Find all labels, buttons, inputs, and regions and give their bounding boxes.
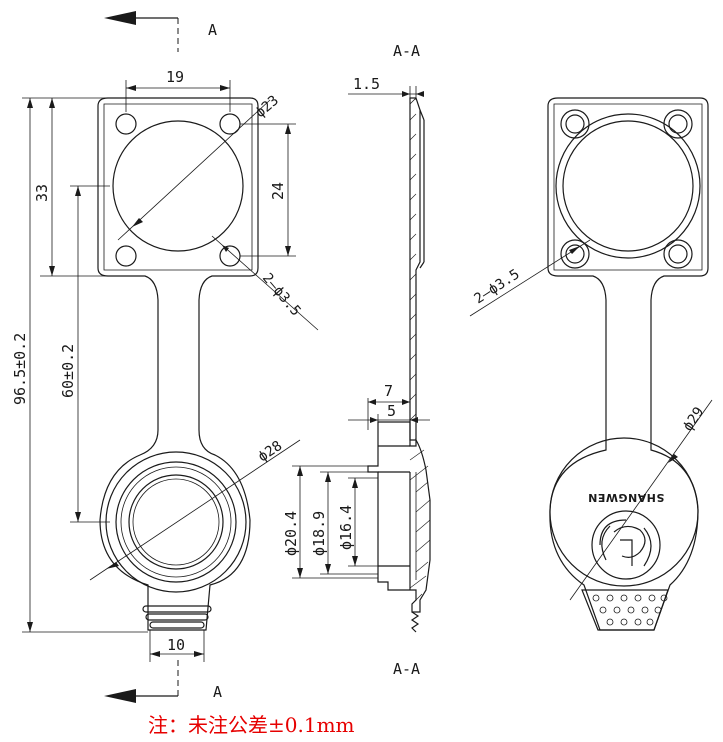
dim-thickness: 1.5	[353, 75, 380, 93]
dim-dia-18-9: ϕ18.9	[310, 511, 328, 556]
front-outline	[97, 97, 259, 631]
dim-center-distance: 60±0.2	[59, 344, 77, 398]
section-marker-top: A	[104, 11, 217, 52]
section-view-title-top: A-A	[393, 42, 420, 60]
dim-dia-20-4: ϕ20.4	[282, 511, 300, 556]
dim-tab-width: 10	[167, 636, 185, 654]
dim-dia-16-4: ϕ16.4	[337, 505, 355, 550]
dim-cap-dia: ϕ28	[255, 438, 285, 465]
section-view: A-A A-A	[282, 42, 431, 678]
dim-back-holes: 2—ϕ3.5	[471, 266, 522, 307]
dim-hole-spacing: 19	[166, 68, 184, 86]
dim-flange-dia: ϕ23	[252, 93, 282, 122]
front-view: 19 ϕ23 24 2—ϕ3.5 33 96.5±0.2	[11, 68, 319, 662]
dim-holes: 2—ϕ3.5	[259, 270, 304, 319]
dim-depth-5: 5	[387, 402, 396, 420]
back-view: SHANGWEN 2—ϕ3.5 ϕ29	[469, 97, 713, 631]
section-view-title-bottom: A-A	[393, 660, 420, 678]
tolerance-note: 注：未注公差±0.1mm	[148, 713, 355, 737]
section-marker-bottom: A	[104, 660, 222, 703]
dim-flange-height: 33	[33, 184, 51, 202]
dim-total-length: 96.5±0.2	[11, 333, 29, 405]
section-label-top: A	[208, 21, 217, 39]
dim-hole-vertical: 24	[269, 182, 287, 200]
dim-depth-7: 7	[384, 382, 393, 400]
brand-text: SHANGWEN	[588, 491, 665, 504]
logo-mark	[591, 510, 661, 580]
dim-back-cap-dia: ϕ29	[680, 404, 707, 434]
section-label-bottom: A	[213, 683, 222, 701]
